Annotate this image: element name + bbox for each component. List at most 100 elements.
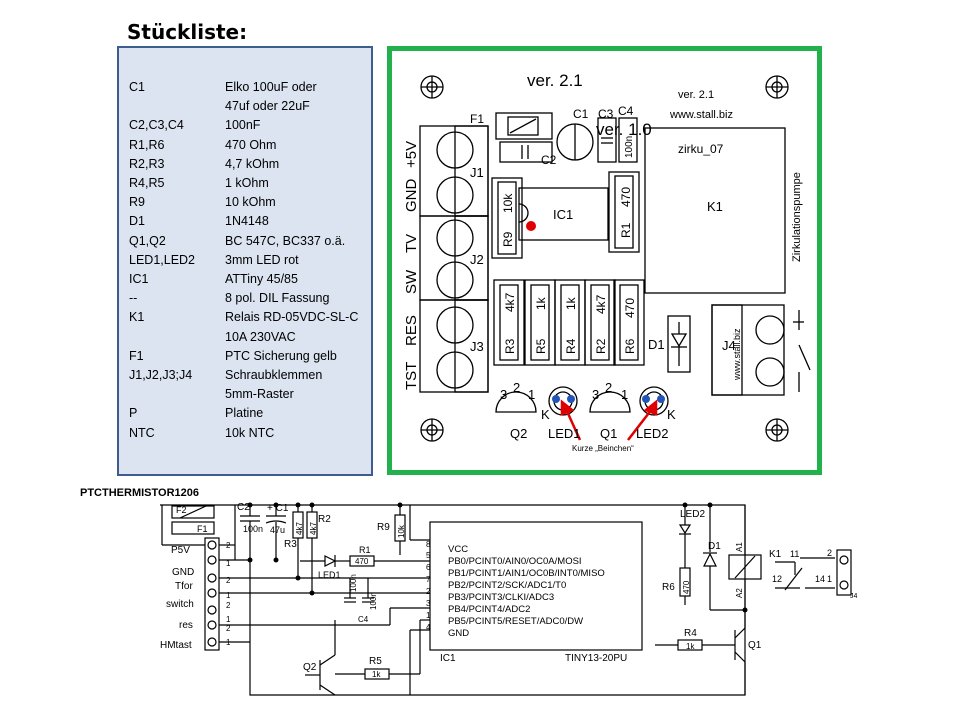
- sch-f2-label: F2: [176, 505, 187, 515]
- part-description: ATTiny 45/85: [225, 272, 298, 286]
- terminal-block-j3: [419, 299, 489, 393]
- sch-c1-label: + C1: [267, 503, 289, 514]
- terminal-label-5v: +5V: [403, 141, 420, 168]
- resistor-r1: [608, 171, 640, 253]
- sch-r2-value: 4k7: [309, 522, 318, 535]
- j3-label: J3: [470, 339, 484, 354]
- sch-led1-label: LED1: [318, 570, 341, 580]
- relay-k1: [644, 127, 786, 294]
- part-reference: C1: [129, 80, 145, 94]
- board-name: zirku_07: [678, 142, 724, 156]
- part-reference: D1: [129, 214, 145, 229]
- part-reference: K1: [129, 310, 145, 325]
- terminal-label-res: RES: [403, 315, 420, 346]
- capacitor-c4: [618, 117, 638, 163]
- sch-a1-label: A1: [735, 542, 744, 552]
- part-reference: C2,C3,C4: [129, 118, 184, 133]
- r6-value: 470: [623, 298, 637, 318]
- sch-label-p5v: P5V: [171, 545, 190, 556]
- q1-pin3: 3: [592, 387, 599, 402]
- terminal-block-j4: [711, 304, 785, 396]
- sch-c2-value: 100n: [243, 524, 263, 534]
- sch-left-pin: 1: [226, 591, 231, 600]
- terminal-block-j1: [419, 125, 489, 217]
- sch-left-pin: 1: [226, 615, 231, 624]
- terminal-label-tv: TV: [403, 234, 420, 253]
- part-reference: R2,R3: [129, 156, 165, 171]
- switch-icon: [793, 310, 811, 392]
- transistor-q2: [495, 391, 537, 413]
- transistor-q1: [589, 391, 631, 413]
- ic-pin-name: PB1/PCINT1/AIN1/OC0B/INT0/MISO: [448, 568, 605, 579]
- ic-pin-name: PB0/PCINT0/AIN0/OC0A/MOSI: [448, 556, 582, 567]
- junction-dots: [247, 502, 748, 613]
- sch-c3-value: 100n: [349, 574, 358, 592]
- part-description: 100nF: [225, 118, 261, 133]
- ic1-pin-names: VCC PB0/PCINT0/AIN0/OC0A/MOSI PB1/PCINT1…: [448, 544, 605, 639]
- pin1-marker-icon: [526, 221, 536, 231]
- terminal-block-j2: [419, 215, 489, 301]
- r3-name: R3: [503, 338, 517, 354]
- q2-pin1: 1: [528, 387, 535, 402]
- resistor-r9: [491, 177, 523, 259]
- sch-left-pin: 1: [226, 559, 231, 568]
- part-reference: Q1,Q2: [129, 233, 166, 248]
- part-description: Schraubklemmen: [225, 368, 323, 382]
- terminal-label-sw: SW: [403, 269, 420, 294]
- part-description: 10 kOhm: [225, 195, 276, 210]
- ic-pin-number: 7: [426, 575, 431, 584]
- r5-value: 1k: [534, 296, 548, 310]
- part-reference: IC1: [129, 272, 149, 286]
- c3-label: C3: [598, 107, 614, 121]
- ic-pin-name: PB2/PCINT2/SCK/ADC1/T0: [448, 580, 566, 591]
- sch-left-pin: 2: [226, 601, 231, 610]
- r1-value: 470: [619, 187, 633, 207]
- part-reference: R9: [129, 195, 145, 210]
- page-title: Stückliste:: [127, 20, 248, 44]
- sch-ic-part: TINY13-20PU: [565, 653, 627, 664]
- sch-a2-label: A2: [735, 588, 744, 598]
- led2-k-label: K: [667, 407, 676, 422]
- r6-name: R6: [623, 338, 637, 354]
- part-description: 5mm-Raster: [225, 387, 294, 402]
- schematic-wires: [160, 504, 852, 696]
- terminal-label-gnd: GND: [403, 179, 420, 213]
- terminal-label-tst: TST: [403, 362, 420, 390]
- sch-c1-value: 47u: [270, 525, 285, 535]
- r1-name: R1: [619, 222, 633, 238]
- sch-ic1-label: IC1: [440, 653, 456, 664]
- led-pads: [552, 395, 665, 403]
- sch-r2-label: R2: [318, 514, 331, 525]
- part-description: 1N4148: [225, 214, 269, 229]
- sch-r6-label: R6: [662, 582, 675, 593]
- part-description: Relais RD-05VDC-SL-C: [225, 310, 359, 325]
- led1-k-label: K: [541, 407, 550, 422]
- mounting-hole-icon: [765, 75, 789, 99]
- q1-label: Q1: [600, 426, 617, 441]
- sch-r3-value: 4k7: [295, 522, 304, 535]
- part-description: 470 Ohm: [225, 137, 277, 152]
- sch-left-pin: 2: [226, 624, 231, 633]
- mounting-hole-icon: [765, 418, 789, 442]
- sch-f1-label: F1: [197, 524, 208, 534]
- part-reference: J1,J2,J3;J4: [129, 368, 193, 382]
- ic1-pin-numbers: 8 5 6 7 2 3 1 4: [426, 540, 431, 632]
- sch-r1-value: 470: [355, 557, 369, 566]
- ic-pin-number: 6: [426, 563, 431, 572]
- part-description: 4,7 kOhm: [225, 156, 280, 171]
- sch-j4-label: J4: [850, 593, 858, 600]
- sch-c4-value: 100n: [369, 592, 378, 610]
- relay-side-text: Zirkulationspumpe: [791, 172, 803, 262]
- sch-r4-label: R4: [684, 628, 697, 639]
- sch-c4-label: C4: [358, 615, 369, 624]
- sch-r9-value: 10k: [397, 524, 406, 538]
- board-version-old: ver. 1.0: [596, 120, 652, 139]
- q2-label: Q2: [510, 426, 527, 441]
- q1-pin2: 2: [605, 380, 612, 395]
- pcb-board: [419, 75, 811, 442]
- sch-r3-label: R3: [284, 539, 297, 550]
- r3-value: 4k7: [503, 292, 517, 312]
- q2-pin3: 3: [500, 387, 507, 402]
- part-reference: R1,R6: [129, 137, 165, 152]
- capacitor-c1: [556, 123, 594, 161]
